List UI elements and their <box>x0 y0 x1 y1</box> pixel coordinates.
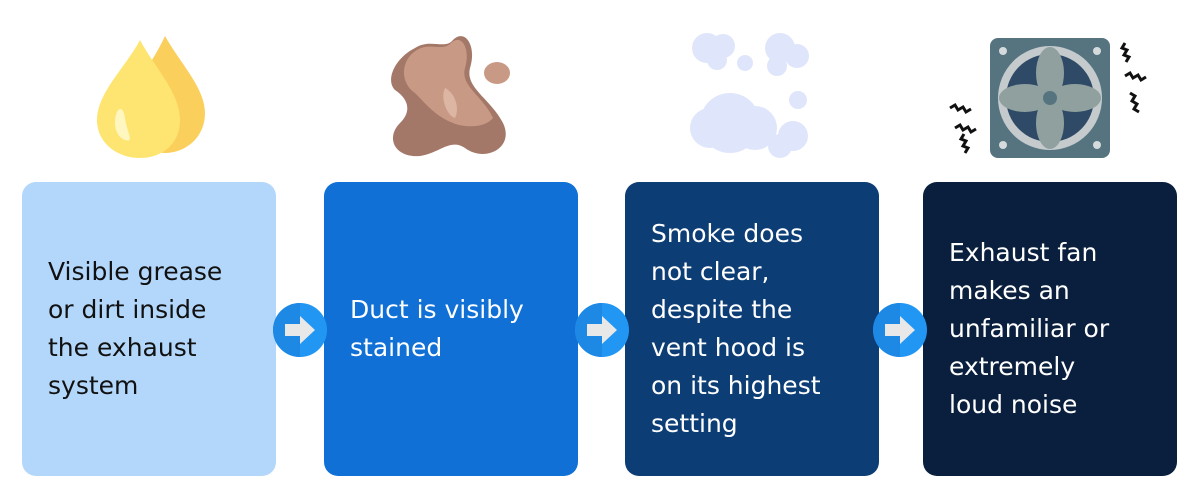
arrow-right-icon <box>273 303 327 357</box>
arrow-right-icon <box>873 303 927 357</box>
step-2-card: Duct is visibly stained <box>324 182 578 476</box>
step-4-text: Exhaust fan makes an unfamiliar or extre… <box>949 238 1110 419</box>
oil-drop-icon <box>97 36 205 158</box>
step-1-card: Visible grease or dirt inside the exhaus… <box>22 182 276 476</box>
smoke-icon <box>690 33 809 158</box>
step-1-text: Visible grease or dirt inside the exhaus… <box>48 257 223 400</box>
step-4-card: Exhaust fan makes an unfamiliar or extre… <box>923 182 1177 476</box>
arrow-right-icon <box>575 303 629 357</box>
step-2-text: Duct is visibly stained <box>350 295 524 362</box>
noisy-fan-icon <box>949 38 1147 158</box>
step-3-text: Smoke does not clear, despite the vent h… <box>651 219 821 438</box>
stain-icon <box>391 36 510 157</box>
step-3-card: Smoke does not clear, despite the vent h… <box>625 182 879 476</box>
